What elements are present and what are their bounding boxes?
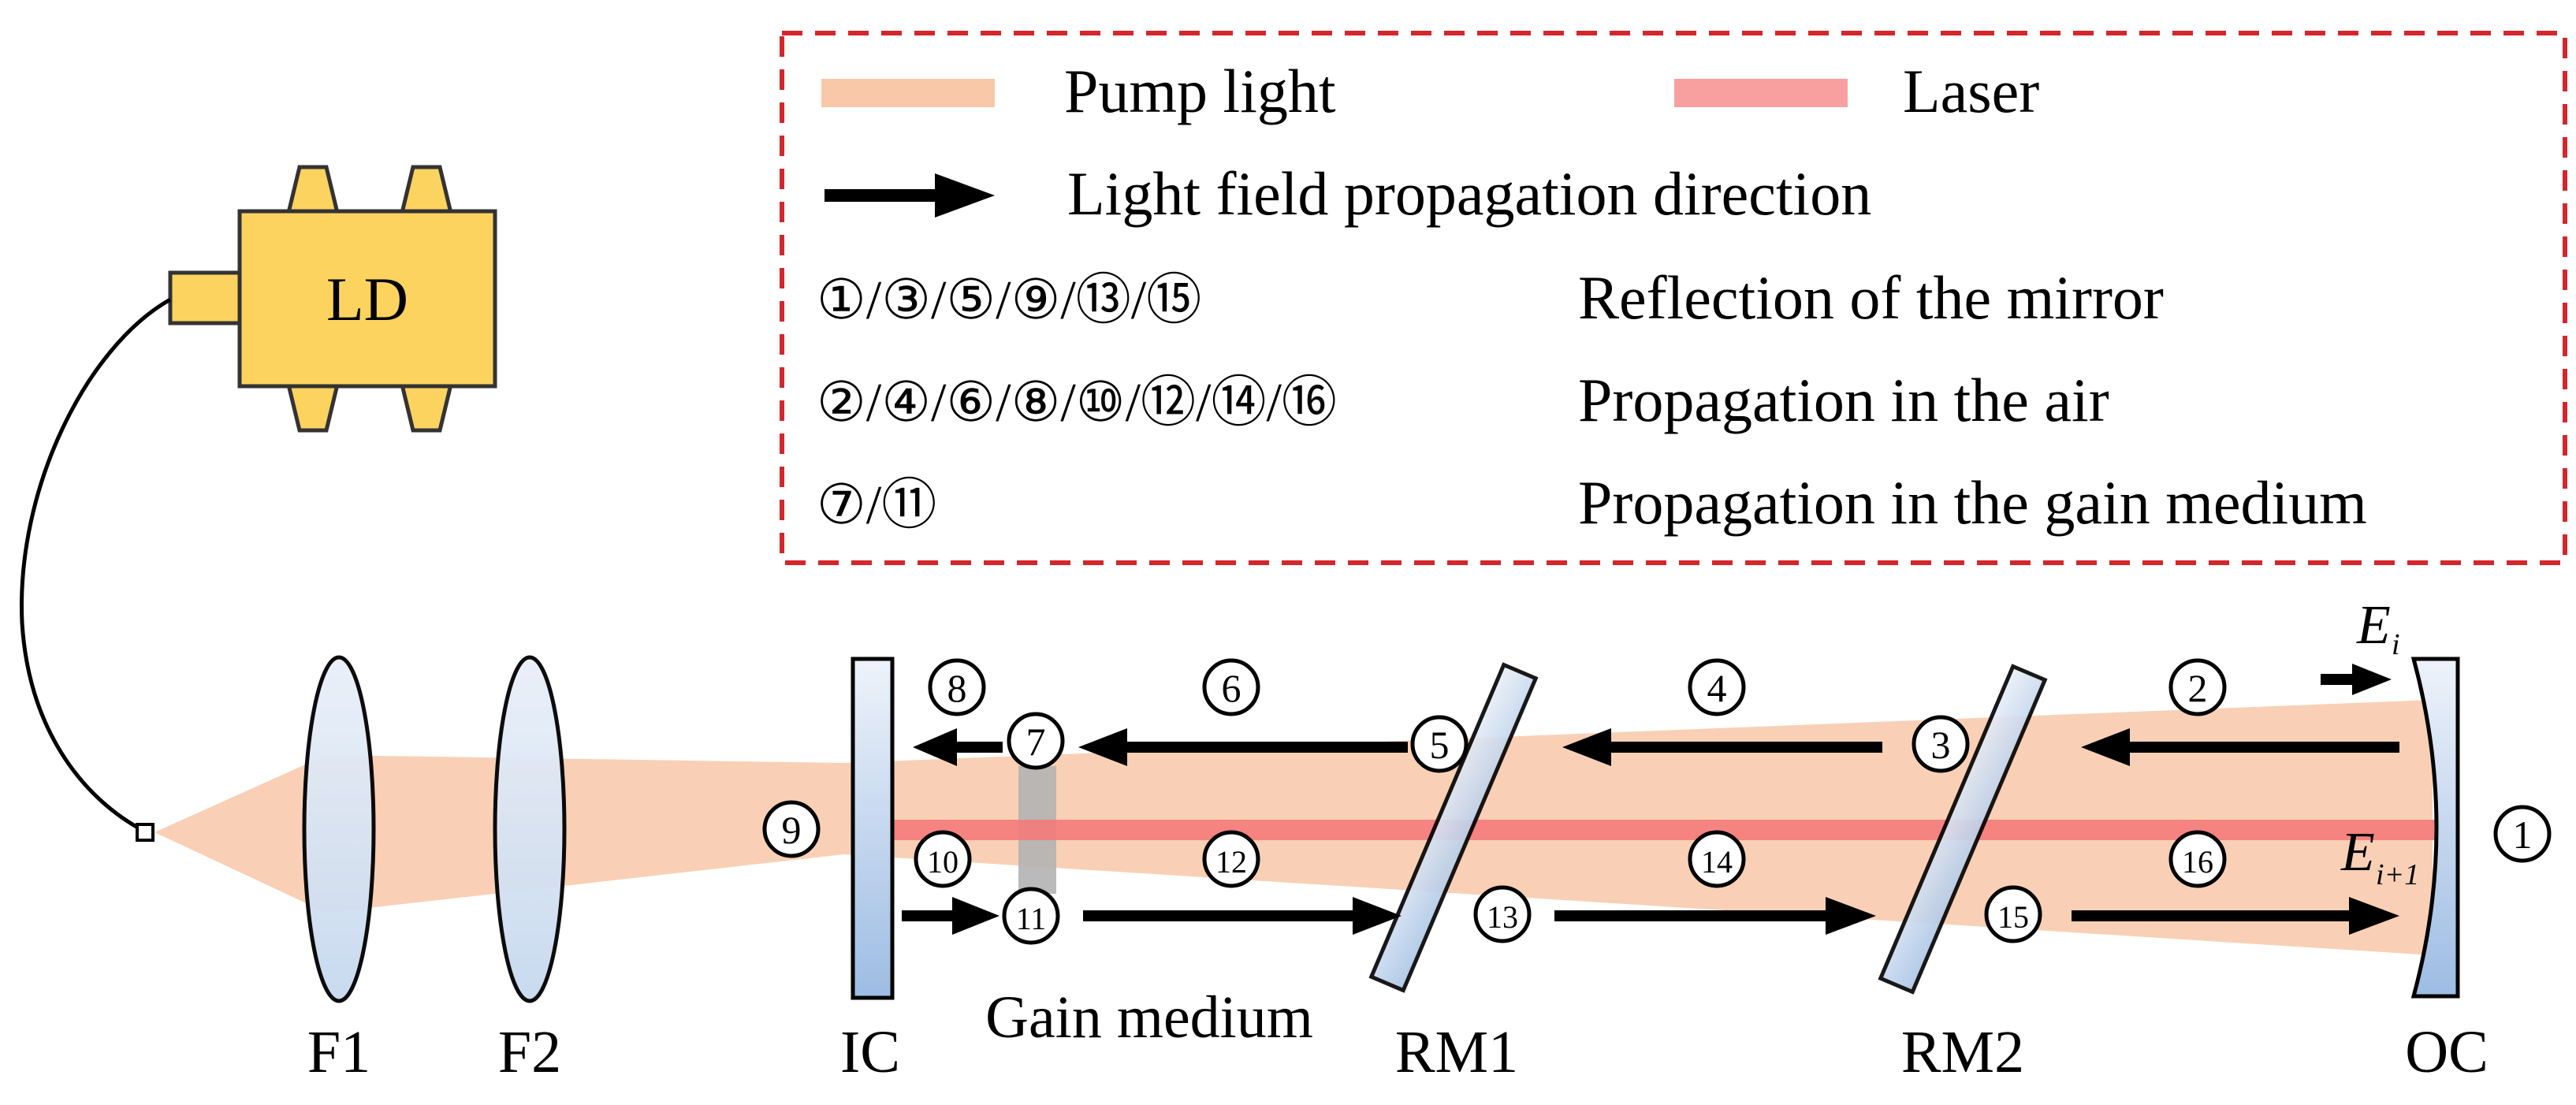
label-f2: F2 [498,1019,561,1085]
marker-13: 13 [1473,885,1532,943]
svg-text:13: 13 [1487,899,1518,935]
laser-diode-module: LD [168,165,497,433]
label-ic: IC [840,1019,900,1085]
legend-row-3-circles: ⑦/⑪ [817,475,936,536]
legend-row-1-desc: Reflection of the mirror [1578,263,2164,332]
svg-text:3: 3 [1931,723,1951,767]
svg-text:16: 16 [2182,844,2213,880]
label-oc: OC [2405,1019,2489,1085]
marker-3: 3 [1912,715,1970,773]
ld-body [237,209,497,389]
lens-f1 [302,655,376,1003]
svg-text:15: 15 [1997,899,2029,935]
marker-8: 8 [928,658,986,716]
lens-f2 [493,655,567,1003]
legend-box: Pump light Laser Light field propagation… [780,31,2567,565]
svg-text:1: 1 [2513,813,2533,857]
svg-text:4: 4 [1707,666,1727,710]
svg-text:11: 11 [1016,901,1047,936]
marker-16: 16 [2168,830,2227,888]
marker-9: 9 [762,800,821,858]
label-rm2: RM2 [1901,1019,2024,1085]
pump-light-label: Pump light [1064,57,1336,125]
svg-text:2: 2 [2188,666,2208,710]
svg-text:i+1: i+1 [2376,858,2419,891]
svg-text:i: i [2392,628,2400,661]
ld-label: LD [326,265,408,333]
marker-5: 5 [1410,715,1469,773]
input-coupler-mirror [851,657,895,1000]
marker-14: 14 [1688,830,1746,888]
svg-text:8: 8 [947,666,967,710]
label-f1: F1 [307,1019,370,1085]
svg-text:9: 9 [782,808,802,852]
rm2-mirror [1878,664,2048,995]
field-label-ei: E i [2356,595,2400,661]
pump-light-swatch [821,79,995,107]
legend-row-2-circles: ②/④/⑥/⑧/⑩/⑫/⑭/⑯ [817,373,1337,433]
marker-10: 10 [914,830,972,888]
output-coupler-mirror [2410,657,2460,999]
svg-text:12: 12 [1215,844,1247,880]
marker-12: 12 [1202,830,1260,888]
field-label-ei1: E i+1 [2340,822,2419,891]
fiber-output-tip [136,823,154,842]
position-markers: 1 2 3 4 5 6 7 8 9 10 11 12 13 14 15 16 [762,658,2552,945]
svg-text:E: E [2356,595,2391,656]
legend-arrow-icon [825,173,995,218]
label-gain-medium: Gain medium [985,984,1313,1051]
arrow-desc-label: Light field propagation direction [1067,159,1871,228]
marker-4: 4 [1688,658,1746,716]
marker-6: 6 [1202,658,1260,716]
svg-text:6: 6 [1222,666,1241,710]
optical-fiber [20,297,172,833]
marker-1: 1 [2493,805,2552,863]
ld-connector [168,270,244,326]
legend-row-2-desc: Propagation in the air [1578,366,2109,434]
marker-7: 7 [1007,712,1065,770]
propagation-arrows [902,664,2399,935]
svg-text:E: E [2340,822,2375,883]
laser-swatch [1674,79,1848,107]
svg-text:14: 14 [1701,844,1733,880]
marker-2: 2 [2168,658,2227,716]
marker-15: 15 [1984,885,2042,943]
laser-label: Laser [1903,57,2039,125]
svg-text:10: 10 [927,844,959,880]
svg-text:7: 7 [1026,720,1046,764]
label-rm1: RM1 [1395,1019,1518,1085]
marker-11: 11 [1002,887,1060,945]
svg-text:5: 5 [1430,723,1450,767]
legend-row-3-desc: Propagation in the gain medium [1578,468,2367,537]
legend-row-1-circles: ①/③/⑤/⑨/⑬/⑮ [817,270,1201,331]
rm1-mirror [1368,662,1539,993]
